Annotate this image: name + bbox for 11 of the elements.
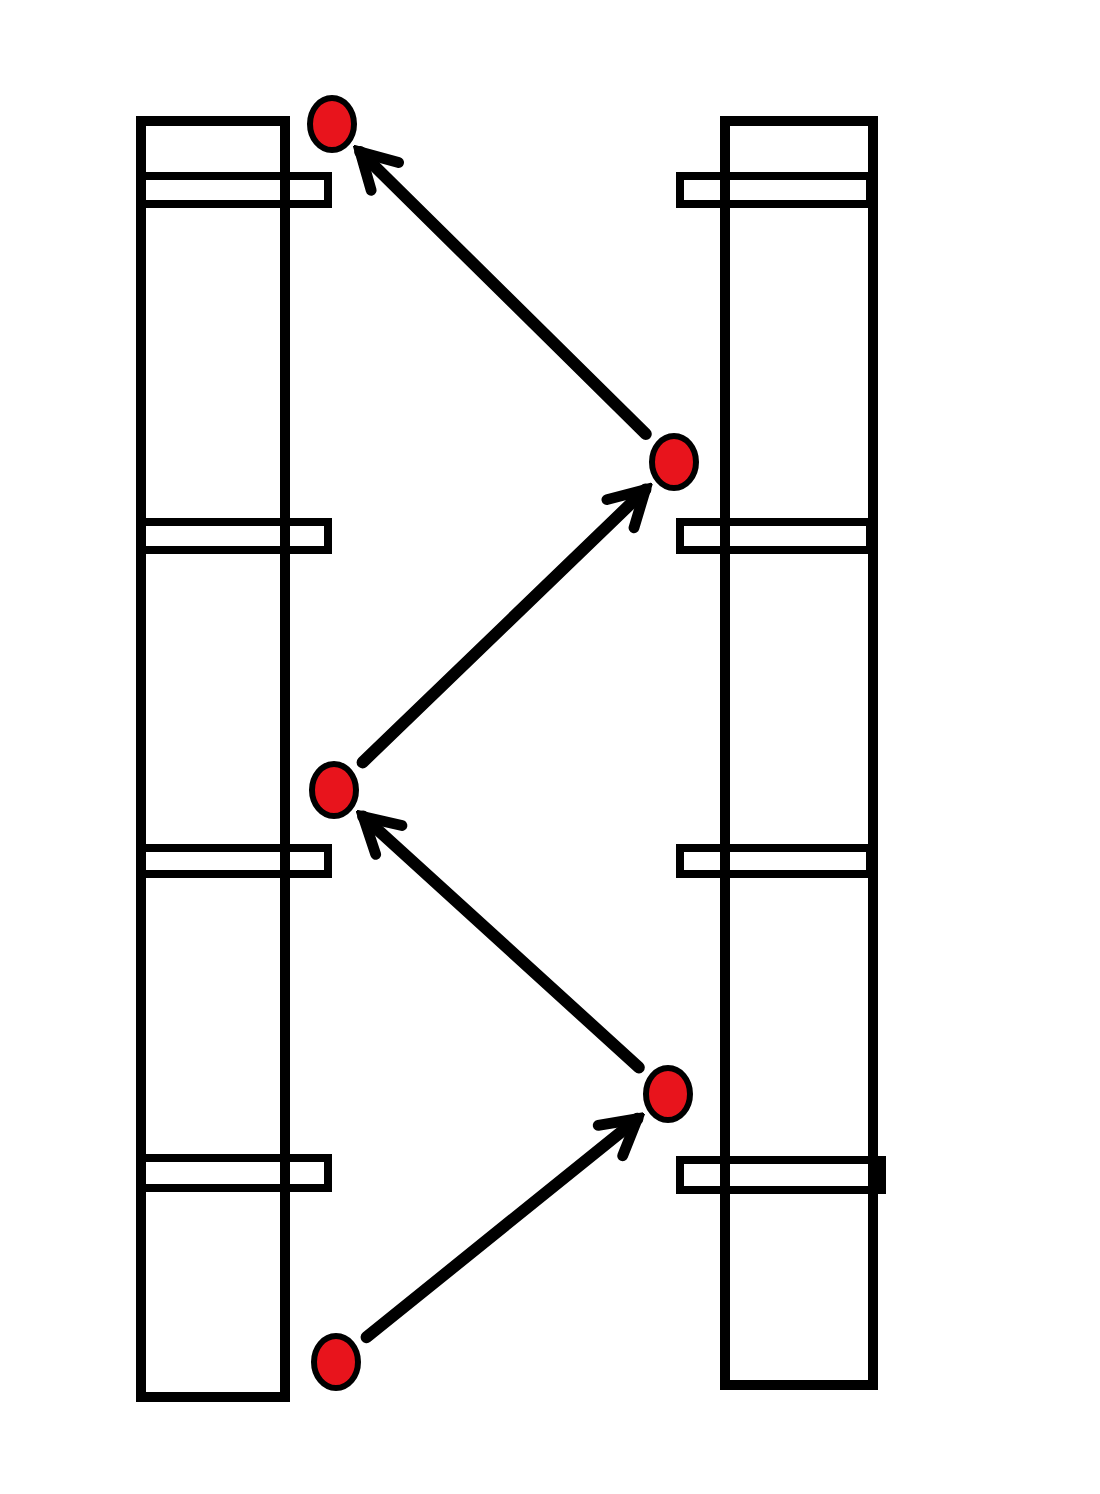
arrow bbox=[354, 146, 652, 440]
arrow bbox=[360, 1112, 644, 1344]
dot bbox=[310, 1332, 362, 1392]
dot bbox=[306, 94, 358, 154]
pillar bbox=[676, 116, 888, 1390]
dot bbox=[642, 1064, 694, 1124]
arrow bbox=[356, 483, 652, 769]
arrow bbox=[357, 810, 645, 1074]
pillar bbox=[136, 116, 332, 1402]
dot bbox=[648, 432, 700, 492]
dot bbox=[308, 760, 360, 820]
